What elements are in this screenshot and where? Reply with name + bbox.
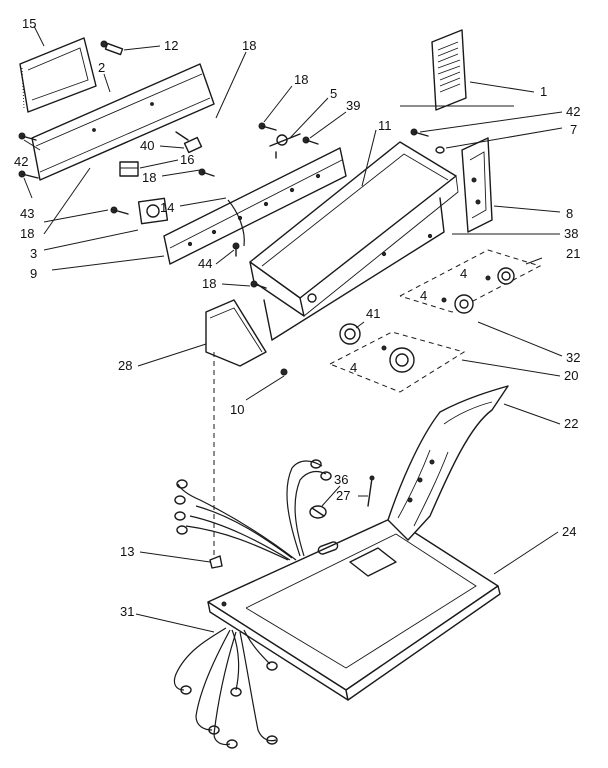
callout-38: 38 bbox=[564, 226, 578, 241]
callout-15: 15 bbox=[22, 16, 36, 31]
part-36-clip bbox=[309, 505, 327, 519]
part-43-screw bbox=[18, 170, 39, 179]
callout-24: 24 bbox=[562, 524, 576, 539]
part-39-screw bbox=[302, 136, 319, 145]
callout-13: 13 bbox=[120, 544, 134, 559]
callout-12: 12 bbox=[164, 38, 178, 53]
part-7-clip bbox=[435, 146, 445, 154]
callouts: 15 12 2 18 18 5 39 11 1 42 7 8 38 21 32 … bbox=[14, 16, 580, 619]
part-24-top bbox=[207, 517, 501, 701]
callout-21: 21 bbox=[566, 246, 580, 261]
callout-40: 40 bbox=[140, 138, 154, 153]
part-2-bracket bbox=[31, 63, 215, 181]
callout-10: 10 bbox=[230, 402, 244, 417]
part-18-screw-left bbox=[110, 206, 129, 215]
part-27-pin bbox=[367, 475, 375, 507]
wire-harness-upper bbox=[174, 459, 332, 569]
callout-44: 44 bbox=[198, 256, 212, 271]
callout-27: 27 bbox=[336, 488, 350, 503]
callout-18-top: 18 bbox=[242, 38, 256, 53]
callout-14: 14 bbox=[160, 200, 174, 215]
callout-18-mid: 18 bbox=[294, 72, 308, 87]
callout-1: 1 bbox=[540, 84, 547, 99]
callout-31: 31 bbox=[120, 604, 134, 619]
part-14-timer bbox=[137, 197, 245, 247]
callout-4-lower: 4 bbox=[350, 360, 357, 375]
part-5-thermostat bbox=[269, 133, 301, 159]
callout-32: 32 bbox=[566, 350, 580, 365]
callout-9: 9 bbox=[30, 266, 37, 281]
callout-41: 41 bbox=[366, 306, 380, 321]
part-18-screw-lower bbox=[250, 280, 267, 289]
callout-36: 36 bbox=[334, 472, 348, 487]
callout-8: 8 bbox=[566, 206, 573, 221]
callout-5: 5 bbox=[330, 86, 337, 101]
callout-16: 16 bbox=[180, 152, 194, 167]
part-21-knob-group bbox=[399, 249, 542, 314]
leader-lines bbox=[23, 25, 563, 633]
callout-3: 3 bbox=[30, 246, 37, 261]
callout-4-middle: 4 bbox=[420, 288, 427, 303]
callout-28: 28 bbox=[118, 358, 132, 373]
callout-39: 39 bbox=[346, 98, 360, 113]
callout-42-left: 42 bbox=[14, 154, 28, 169]
part-11-console bbox=[249, 141, 459, 341]
part-18-screw-mid bbox=[198, 168, 215, 177]
part-42-screw-left bbox=[18, 132, 37, 141]
callout-42-right: 42 bbox=[566, 104, 580, 119]
part-28-side-panel bbox=[205, 299, 267, 562]
callout-7: 7 bbox=[570, 122, 577, 137]
wire-harness-lower bbox=[173, 627, 278, 749]
part-16-switch bbox=[119, 161, 139, 177]
part-40-component bbox=[175, 131, 203, 154]
callout-20: 20 bbox=[564, 368, 578, 383]
part-10-screw bbox=[280, 368, 288, 376]
part-42-screw-right bbox=[410, 128, 429, 137]
callout-22: 22 bbox=[564, 416, 578, 431]
part-12-screw bbox=[100, 40, 124, 56]
part-44-screw bbox=[232, 242, 240, 257]
callout-18-lower: 18 bbox=[202, 276, 216, 291]
callout-4-upper: 4 bbox=[460, 266, 467, 281]
part-15-panel bbox=[19, 37, 97, 113]
part-9-control-bracket bbox=[163, 147, 347, 265]
callout-43: 43 bbox=[20, 206, 34, 221]
callout-18-center: 18 bbox=[142, 170, 156, 185]
callout-11: 11 bbox=[378, 118, 392, 133]
part-20-knob-group bbox=[329, 323, 466, 393]
part-1-wiring-sheet bbox=[400, 29, 514, 111]
part-22-lint-duct bbox=[387, 385, 509, 541]
callout-2: 2 bbox=[98, 60, 105, 75]
part-18-screw-top bbox=[258, 122, 277, 131]
callout-18-left: 18 bbox=[20, 226, 34, 241]
part-8-end-cap bbox=[461, 137, 493, 233]
